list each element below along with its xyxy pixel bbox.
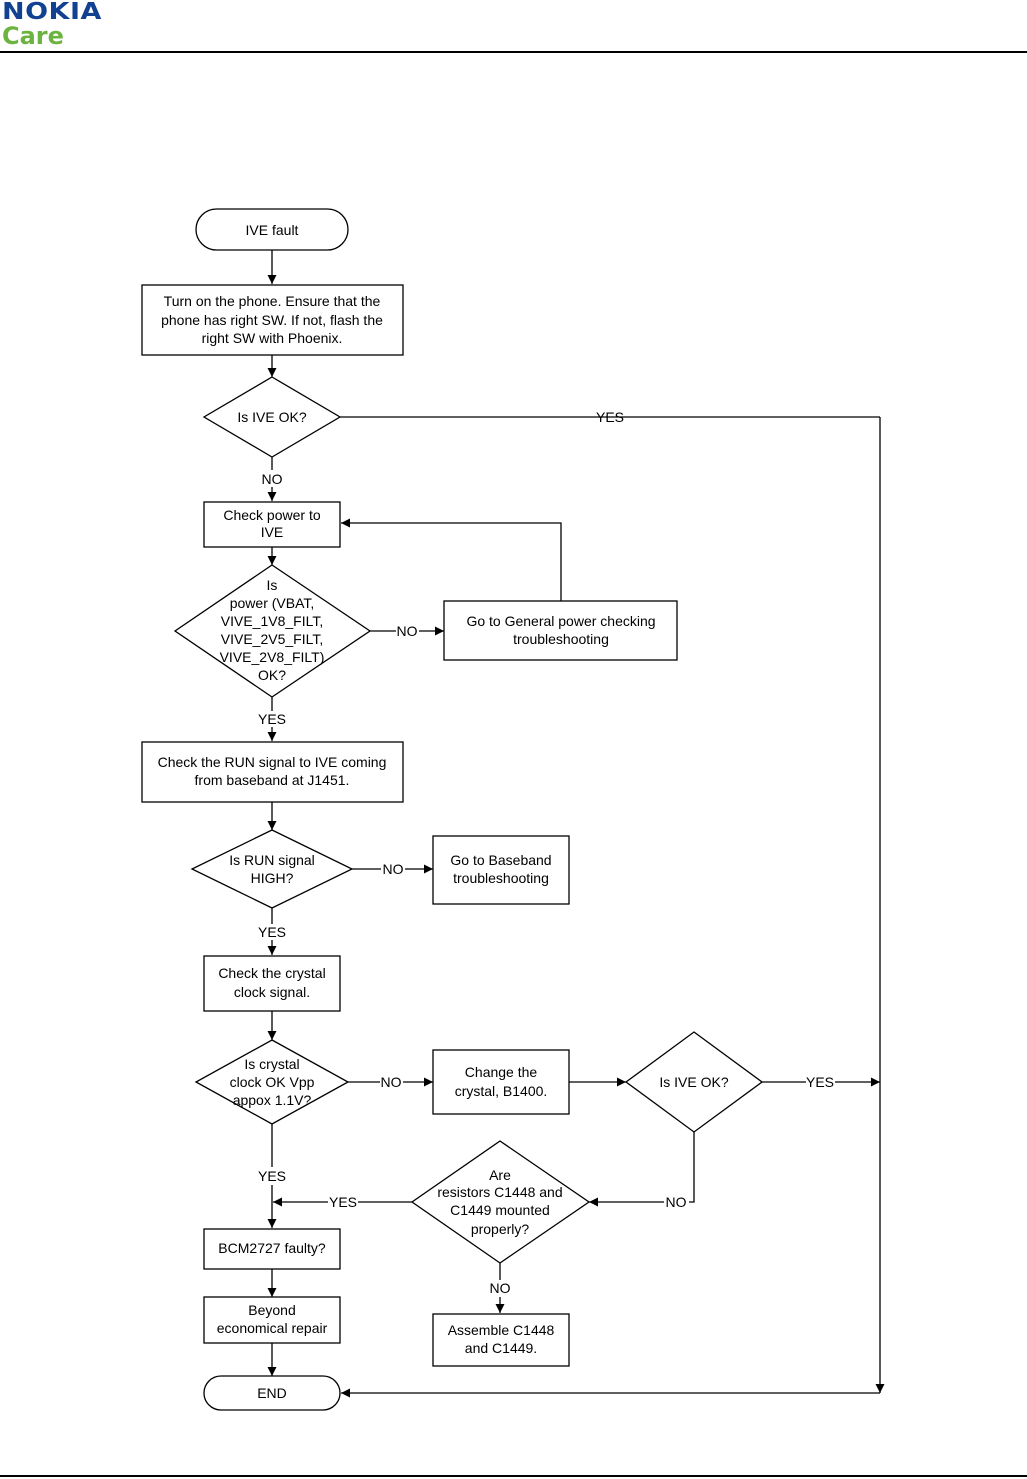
svg-text:right SW with Phoenix.: right SW with Phoenix. bbox=[202, 330, 343, 346]
svg-text:properly?: properly? bbox=[471, 1221, 530, 1237]
svg-text:Are: Are bbox=[489, 1167, 511, 1183]
label-no: NO bbox=[666, 1194, 687, 1210]
svg-text:C1449 mounted: C1449 mounted bbox=[450, 1202, 550, 1218]
decision-run: Is RUN signal HIGH? bbox=[190, 829, 354, 909]
svg-text:IVE: IVE bbox=[261, 524, 284, 540]
node-check-run: Check the RUN signal to IVE coming from … bbox=[141, 741, 404, 803]
svg-text:Is: Is bbox=[267, 577, 278, 593]
node-start-text: IVE fault bbox=[246, 222, 299, 238]
node-baseband: Go to Baseband troubleshooting bbox=[432, 835, 570, 905]
svg-text:Is RUN signal: Is RUN signal bbox=[229, 852, 315, 868]
svg-text:Is crystal: Is crystal bbox=[244, 1056, 299, 1072]
label-yes: YES bbox=[329, 1194, 357, 1210]
svg-text:clock signal.: clock signal. bbox=[234, 984, 310, 1000]
label-no: NO bbox=[381, 1074, 402, 1090]
svg-text:Turn on the phone. Ensure that: Turn on the phone. Ensure that the bbox=[164, 293, 381, 309]
svg-text:VIVE_2V5_FILT,: VIVE_2V5_FILT, bbox=[221, 631, 323, 647]
node-check-crystal: Check the crystal clock signal. bbox=[203, 955, 341, 1012]
label-yes: YES bbox=[258, 711, 286, 727]
footer-rule bbox=[0, 1475, 1027, 1477]
decision-resistors: Are resistors C1448 and C1449 mounted pr… bbox=[410, 1140, 591, 1264]
svg-text:VIVE_2V8_FILT): VIVE_2V8_FILT) bbox=[220, 649, 325, 665]
node-bcm: BCM2727 faulty? bbox=[203, 1228, 341, 1270]
label-no: NO bbox=[397, 623, 418, 639]
svg-text:troubleshooting: troubleshooting bbox=[513, 631, 609, 647]
node-start: IVE fault bbox=[195, 208, 349, 251]
svg-text:crystal, B1400.: crystal, B1400. bbox=[455, 1083, 548, 1099]
decision-power: Is power (VBAT, VIVE_1V8_FILT, VIVE_2V5_… bbox=[173, 564, 372, 698]
svg-text:troubleshooting: troubleshooting bbox=[453, 870, 549, 886]
nokia-care-logo: NOKIA Care bbox=[2, 0, 102, 48]
label-no: NO bbox=[490, 1280, 511, 1296]
svg-text:from baseband at J1451.: from baseband at J1451. bbox=[195, 772, 350, 788]
label-yes: YES bbox=[258, 1168, 286, 1184]
svg-text:Go to Baseband: Go to Baseband bbox=[450, 852, 551, 868]
arrow-general-back bbox=[341, 518, 562, 601]
decision-ive-ok-1: Is IVE OK? bbox=[202, 376, 342, 458]
connectors bbox=[267, 250, 885, 1398]
svg-text:Change the: Change the bbox=[465, 1064, 538, 1080]
svg-text:Go to General power checking: Go to General power checking bbox=[466, 613, 655, 629]
svg-text:BCM2727 faulty?: BCM2727 faulty? bbox=[218, 1240, 326, 1256]
label-no: NO bbox=[383, 861, 404, 877]
svg-text:Is IVE OK?: Is IVE OK? bbox=[237, 409, 306, 425]
svg-text:Beyond: Beyond bbox=[248, 1302, 295, 1318]
edge-labels: YES NO NO YES NO YES NO YES NO YES YES N… bbox=[258, 409, 834, 1296]
decision-crystal: Is crystal clock OK Vpp appox 1.1V? bbox=[194, 1039, 350, 1125]
svg-text:economical repair: economical repair bbox=[217, 1320, 328, 1336]
node-assemble: Assemble C1448 and C1449. bbox=[432, 1313, 570, 1367]
svg-text:phone has right SW. If not, fl: phone has right SW. If not, flash the bbox=[161, 312, 383, 328]
svg-text:and C1449.: and C1449. bbox=[465, 1340, 537, 1356]
header-rule bbox=[0, 51, 1027, 53]
svg-text:resistors C1448 and: resistors C1448 and bbox=[437, 1184, 562, 1200]
svg-text:clock OK Vpp: clock OK Vpp bbox=[230, 1074, 315, 1090]
label-yes: YES bbox=[806, 1074, 834, 1090]
label-yes: YES bbox=[258, 924, 286, 940]
svg-text:END: END bbox=[257, 1385, 287, 1401]
svg-text:HIGH?: HIGH? bbox=[251, 870, 294, 886]
brand-name: NOKIA bbox=[2, 0, 102, 25]
svg-text:Assemble C1448: Assemble C1448 bbox=[448, 1322, 555, 1338]
decision-ive-ok-2: Is IVE OK? bbox=[624, 1031, 764, 1133]
node-end: END bbox=[203, 1375, 341, 1411]
svg-text:Check the RUN signal to IVE co: Check the RUN signal to IVE coming bbox=[158, 754, 387, 770]
node-change-crystal: Change the crystal, B1400. bbox=[432, 1049, 570, 1115]
node-general-power: Go to General power checking troubleshoo… bbox=[443, 600, 678, 661]
svg-text:appox 1.1V?: appox 1.1V? bbox=[233, 1092, 312, 1108]
svg-text:Check the crystal: Check the crystal bbox=[218, 965, 325, 981]
svg-text:Check power to: Check power to bbox=[223, 507, 320, 523]
label-no: NO bbox=[262, 471, 283, 487]
node-check-power: Check power to IVE bbox=[203, 501, 341, 548]
label-yes: YES bbox=[596, 409, 624, 425]
node-turn-on: Turn on the phone. Ensure that the phone… bbox=[141, 284, 404, 356]
svg-text:VIVE_1V8_FILT,: VIVE_1V8_FILT, bbox=[221, 613, 323, 629]
node-beyond: Beyond economical repair bbox=[203, 1296, 341, 1344]
svg-text:power (VBAT,: power (VBAT, bbox=[230, 595, 315, 611]
svg-text:OK?: OK? bbox=[258, 667, 286, 683]
subbrand-name: Care bbox=[2, 22, 64, 50]
line-ive2-no-a bbox=[689, 1132, 695, 1203]
svg-text:Is IVE OK?: Is IVE OK? bbox=[659, 1074, 728, 1090]
